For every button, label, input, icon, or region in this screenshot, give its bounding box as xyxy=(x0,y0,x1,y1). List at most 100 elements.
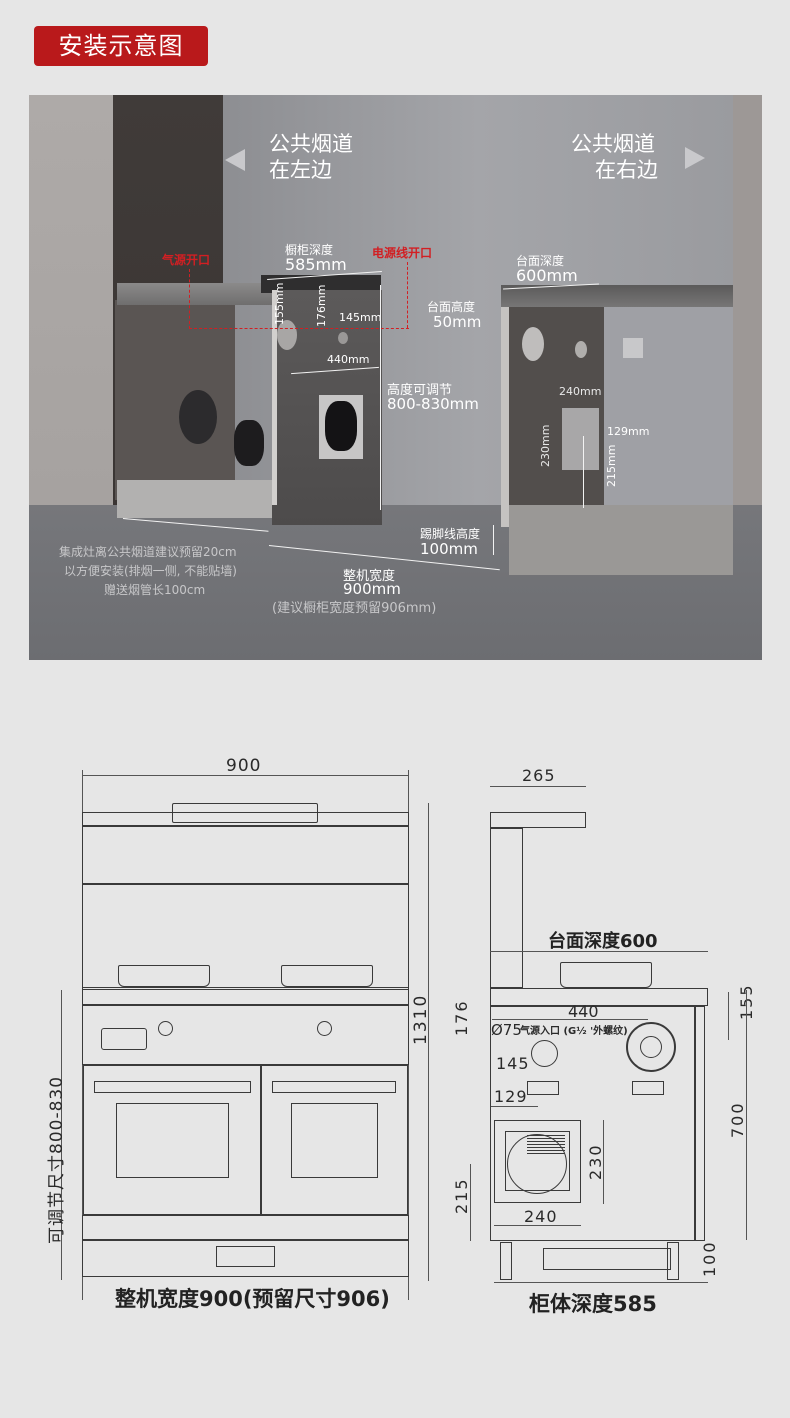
oven-handle-right xyxy=(272,1081,396,1093)
flue-right-line2: 在右边 xyxy=(595,158,658,182)
side-dim-145: 145 xyxy=(496,1054,530,1073)
side-dim-700-line xyxy=(746,990,747,1240)
flue-left-line2: 在左边 xyxy=(269,158,332,182)
dim-215-label: 215mm xyxy=(605,444,618,487)
side-dim-700: 700 xyxy=(728,1101,747,1138)
gas-inlet-circle xyxy=(531,1040,558,1067)
oven-window-left xyxy=(116,1103,229,1178)
backsplash-panel xyxy=(82,884,409,990)
counter-height-value: 50mm xyxy=(433,313,482,331)
display-screen xyxy=(101,1028,147,1050)
total-height-dimline xyxy=(428,803,429,1281)
knob-left-icon xyxy=(158,1021,173,1036)
dim-240-label: 240mm xyxy=(559,385,602,398)
flue-left-line1: 公共烟道 xyxy=(269,132,353,156)
right-cabinet-interior xyxy=(604,307,733,507)
right-pillar xyxy=(733,95,762,585)
advice-line1: 集成灶离公共烟道建议预留20cm xyxy=(59,545,237,559)
power-opening-label: 电源线开口 xyxy=(372,246,433,260)
right-power-hole xyxy=(575,341,587,358)
side-dim-230-line xyxy=(603,1120,604,1204)
triangle-right-icon xyxy=(685,147,705,169)
advice-line2: 以方便安装(排烟一侧, 不能贴墙) xyxy=(64,564,237,578)
opening-dashline-horizontal xyxy=(189,328,409,329)
advice-line3: 赠送烟管长100cm xyxy=(104,583,206,597)
counter-depth-value: 600mm xyxy=(516,266,578,285)
power-hole xyxy=(338,332,348,344)
dim-145-label: 145mm xyxy=(339,311,382,324)
dim-215-line xyxy=(583,436,584,508)
flue-right-line1: 公共烟道 xyxy=(571,132,655,156)
machine-width-label: 整机宽度 xyxy=(343,569,396,584)
kick-height-label: 踢脚线高度 xyxy=(420,527,481,541)
flue-fan-circle xyxy=(507,1134,567,1194)
side-handle-left xyxy=(527,1081,559,1095)
side-burner xyxy=(560,962,652,988)
control-panel xyxy=(82,1005,409,1065)
height-adjust-value: 800-830mm xyxy=(387,395,479,413)
gas-opening-dashline xyxy=(189,269,190,329)
right-gas-hole xyxy=(522,327,544,361)
side-dim-440-line xyxy=(492,1019,648,1020)
side-dim-129: 129 xyxy=(494,1087,528,1106)
countertop-right xyxy=(501,285,733,307)
side-dim-215: 215 xyxy=(452,1177,471,1214)
side-foot-left xyxy=(500,1242,512,1280)
gas-hole xyxy=(277,320,297,350)
hood-handle xyxy=(172,803,318,823)
flue-pipe xyxy=(234,420,264,466)
panel-edge xyxy=(272,290,277,505)
flue-square-frame xyxy=(494,1120,581,1203)
right-cabinet-edge xyxy=(501,307,509,527)
side-handle-right xyxy=(632,1081,664,1095)
power-opening-dashline xyxy=(407,262,408,328)
countertop-left xyxy=(117,283,277,305)
dim-440-label: 440mm xyxy=(327,353,370,366)
oven-door-right xyxy=(261,1065,408,1215)
knob-right-icon xyxy=(317,1021,332,1036)
side-base-tray xyxy=(543,1248,671,1270)
side-dim-155-line xyxy=(728,992,729,1040)
side-dim-129-line xyxy=(491,1106,538,1107)
dim-155-label: 155mm xyxy=(273,282,286,325)
height-adjust-label: 高度可调节 xyxy=(387,383,453,398)
counter-height-label: 台面高度 xyxy=(427,300,476,314)
flue-outlet-inner xyxy=(640,1036,662,1058)
side-cabinet-body xyxy=(490,1006,695,1241)
side-view-caption: 柜体深度585 xyxy=(529,1292,657,1316)
right-flue-opening xyxy=(562,408,599,470)
height-adjust-dimline xyxy=(380,285,381,510)
side-top-depth-dimline xyxy=(490,786,586,787)
side-dim-240-line xyxy=(494,1225,581,1226)
dim-230-label: 230mm xyxy=(539,424,552,467)
left-cabinet-interior xyxy=(115,300,235,500)
pipe-hole-left xyxy=(179,390,217,444)
side-top-depth-dim: 265 xyxy=(522,766,556,785)
triangle-left-icon xyxy=(225,149,245,171)
flue-outlet-circle xyxy=(626,1022,676,1072)
side-panel-edge xyxy=(695,1006,705,1241)
plinth-handle xyxy=(216,1246,275,1267)
side-hood-top xyxy=(490,812,586,828)
installation-scene-photo: 公共烟道 在左边 公共烟道 在右边 气源开口 电源线开口 橱柜深度 585mm … xyxy=(29,95,762,660)
cabinet-depth-label: 橱柜深度 xyxy=(285,243,334,257)
countertop-edge xyxy=(261,275,381,293)
side-dim-100: 100 xyxy=(700,1240,719,1277)
dim-176-label: 176mm xyxy=(315,284,328,327)
kick-height-value: 100mm xyxy=(420,540,478,558)
side-dim-176: 176 xyxy=(452,999,471,1036)
flue-outlet xyxy=(325,401,357,451)
oven-window-right xyxy=(291,1103,378,1178)
hood-top xyxy=(82,812,409,826)
section-title-badge: 安装示意图 xyxy=(34,26,208,66)
burner-right xyxy=(281,965,373,987)
countertop-strip xyxy=(82,987,409,1005)
oven-door-left xyxy=(83,1065,261,1215)
front-width-dim: 900 xyxy=(226,756,262,776)
kick-height-dimline xyxy=(493,525,494,555)
side-foot-right xyxy=(667,1242,679,1280)
oven-handle-left xyxy=(94,1081,251,1093)
side-dim-440: 440 xyxy=(568,1002,599,1021)
flue-grille xyxy=(527,1135,565,1155)
cabinet-base xyxy=(117,480,272,518)
